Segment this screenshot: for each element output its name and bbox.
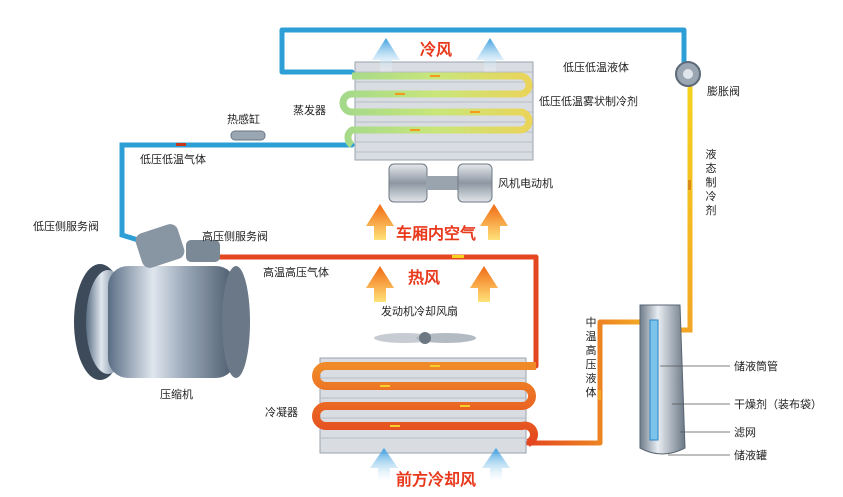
cabin-air-arrows [366,204,508,240]
blower-motor-icon [388,163,493,203]
blower-motor-label: 风机电动机 [498,177,553,190]
top-return-pipe [279,27,687,75]
evaporator-label: 蒸发器 [293,104,326,117]
low-pressure-gas-label: 低压低温气体 [140,153,206,166]
front-cooling-air-label: 前方冷却风 [396,470,477,489]
compressor-icon [74,224,250,380]
hot-air-label: 热风 [408,268,441,287]
desiccant-label: 干燥剂（装布袋） [734,398,822,411]
medium-pressure-liquid-label: 中温高压液体 [585,316,597,399]
engine-cooling-fan-label: 发动机冷却风扇 [381,305,458,318]
receiver-drier-label: 储液罐 [734,449,767,462]
hot-air-arrows [366,266,498,302]
cold-air-label: 冷风 [420,40,453,59]
receiver-tube-label: 储液筒管 [734,360,778,373]
filter-screen-label: 滤网 [734,426,756,439]
condenser-coil [312,357,538,454]
flow-arrows [176,143,691,400]
low-side-service-valve-label: 低压侧服务阀 [33,220,99,233]
thermal-bulb-icon [230,130,266,141]
high-temp-gas-label: 高温高压气体 [263,266,329,279]
thermal-bulb-label: 热感缸 [227,113,260,126]
expansion-valve-label: 膨胀阀 [707,85,740,98]
cabin-air-label: 车厢内空气 [396,224,477,243]
receiver-callouts [660,365,730,456]
receiver-drier-icon [639,304,686,455]
cold-air-arrows [372,38,504,72]
condenser-label: 冷凝器 [265,406,298,419]
liquid-refrigerant-pipe [677,82,693,333]
medium-pressure-liquid-pipe [525,319,643,446]
evaporator-coil [339,61,534,161]
front-cooling-air-arrows [370,448,510,482]
high-pressure-gas-pipe [212,254,539,369]
expansion-valve-icon [675,61,701,87]
liquid-refrigerant-label: 液态制冷剂 [705,148,717,217]
low-pressure-mist-label: 低压低温雾状制冷剂 [539,95,638,108]
low-pressure-liquid-label: 低压低温液体 [563,61,629,74]
fan-icon [374,332,476,344]
low-pressure-gas-pipe [119,142,355,243]
high-side-service-valve-label: 高压侧服务阀 [202,230,268,243]
compressor-label: 压缩机 [160,388,193,401]
